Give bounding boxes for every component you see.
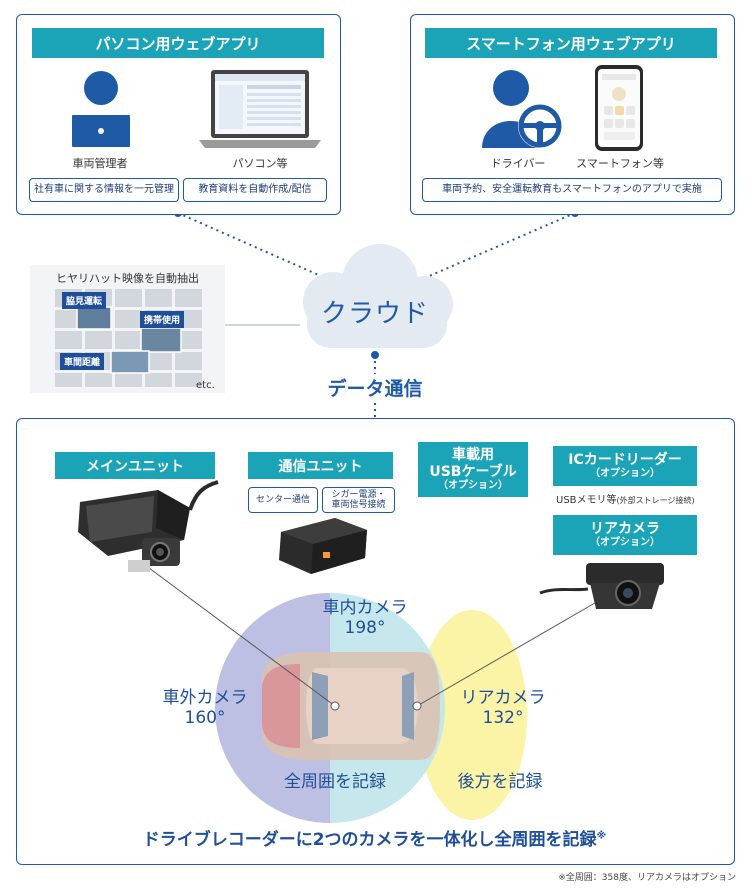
- headline-text: ドライブレコーダーに2つのカメラを一体化し全周囲を記録: [142, 830, 597, 850]
- outside-camera-angle: 160°: [184, 708, 226, 729]
- main-unit-leader: [144, 564, 336, 707]
- rear-camera-fan-name: リアカメラ: [460, 688, 546, 708]
- ic-reader-name: ICカードリーダー: [568, 451, 682, 468]
- rear-camera-name: リアカメラ: [590, 520, 660, 537]
- rear-camera-fan-angle: 132°: [482, 708, 524, 729]
- hiyari-tag-distance: 車間距離: [60, 353, 105, 370]
- footnote: ※全周囲：358度、リアカメラはオプション: [558, 873, 736, 883]
- usb-memory-name: USBメモリ等: [556, 495, 617, 506]
- hiyari-tag-phone: 携帯使用: [140, 311, 185, 328]
- car-icon: [262, 651, 440, 761]
- laptop-icon: [199, 70, 321, 148]
- sp-device-label: スマートフォン等: [576, 157, 664, 170]
- pc-cloud-link: [177, 212, 331, 281]
- pc-device-label: パソコン等: [232, 157, 288, 170]
- sp-cloud-link: [419, 212, 576, 281]
- cigar-line1: シガー電源・: [331, 489, 386, 500]
- manager-label: 車両管理者: [72, 157, 128, 170]
- driver-icon: [482, 70, 562, 148]
- rear-camera-option: （オプション）: [590, 537, 660, 549]
- rear-camera-device: [539, 563, 664, 609]
- rear-camera-fan-label: リアカメラ 132°: [448, 688, 558, 729]
- cloud-label: クラウド: [320, 299, 429, 329]
- headline-mark: ※: [596, 830, 607, 842]
- sp-feature-reservation: 車両予約、安全運転教育もスマートフォンのアプリで実施: [422, 178, 722, 202]
- rear-camera-fan: [417, 610, 527, 820]
- smartphone-icon: [595, 65, 643, 151]
- comm-unit-label: 通信ユニット: [248, 452, 393, 479]
- hiyari-video-grid: [55, 289, 202, 387]
- outside-camera-label: 車外カメラ 160°: [150, 688, 260, 729]
- inside-camera-label: 車内カメラ 198°: [300, 598, 430, 639]
- hiyari-title: ヒヤリハット映像を自動抽出: [56, 272, 199, 285]
- data-comm-label: データ通信: [310, 374, 440, 401]
- pc-feature-education: 教育資料を自動作成/配信: [183, 178, 327, 202]
- ic-reader-option: （オプション）: [590, 468, 660, 480]
- rear-camera-label: リアカメラ （オプション）: [553, 515, 697, 555]
- usb-line2: USBケーブル: [429, 463, 517, 480]
- main-unit-device: [78, 480, 219, 572]
- headline: ドライブレコーダーに2つのカメラを一体化し全周囲を記録※: [16, 825, 733, 850]
- center-comm-pill: センター通信: [248, 487, 318, 513]
- record-rear-label: 後方を記録: [457, 772, 543, 792]
- outside-camera-name: 車外カメラ: [162, 688, 248, 708]
- driver-label: ドライバー: [490, 157, 546, 170]
- usb-memory-label: USBメモリ等(外部ストレージ接続): [556, 491, 695, 506]
- pc-app-title: パソコン用ウェブアプリ: [32, 28, 324, 58]
- inside-camera-name: 車内カメラ: [322, 598, 408, 618]
- hiyari-etc: etc.: [196, 380, 215, 391]
- manager-icon: [70, 71, 132, 149]
- comm-unit-device: [279, 518, 367, 574]
- record-all-label: 全周囲を記録: [284, 772, 386, 792]
- usb-option: （オプション）: [438, 480, 508, 492]
- sp-app-title: スマートフォン用ウェブアプリ: [425, 28, 717, 58]
- ic-reader-label: ICカードリーダー （オプション）: [553, 446, 697, 486]
- cigar-power-pill: シガー電源・ 車両信号接続: [322, 487, 395, 513]
- cloud-icon: [303, 244, 453, 348]
- inside-camera-angle: 198°: [344, 618, 386, 639]
- pc-feature-unified: 社有車に関する情報を一元管理: [29, 178, 179, 202]
- usb-cable-label: 車載用 USBケーブル （オプション）: [418, 442, 528, 497]
- hiyari-tag-distraction: 脇見運転: [62, 292, 107, 309]
- main-unit-label: メインユニット: [55, 452, 215, 479]
- cigar-line2: 車両信号接続: [331, 500, 386, 510]
- usb-memory-note: (外部ストレージ接続): [616, 496, 695, 505]
- rear-camera-leader: [416, 599, 601, 707]
- usb-line1: 車載用: [452, 446, 494, 463]
